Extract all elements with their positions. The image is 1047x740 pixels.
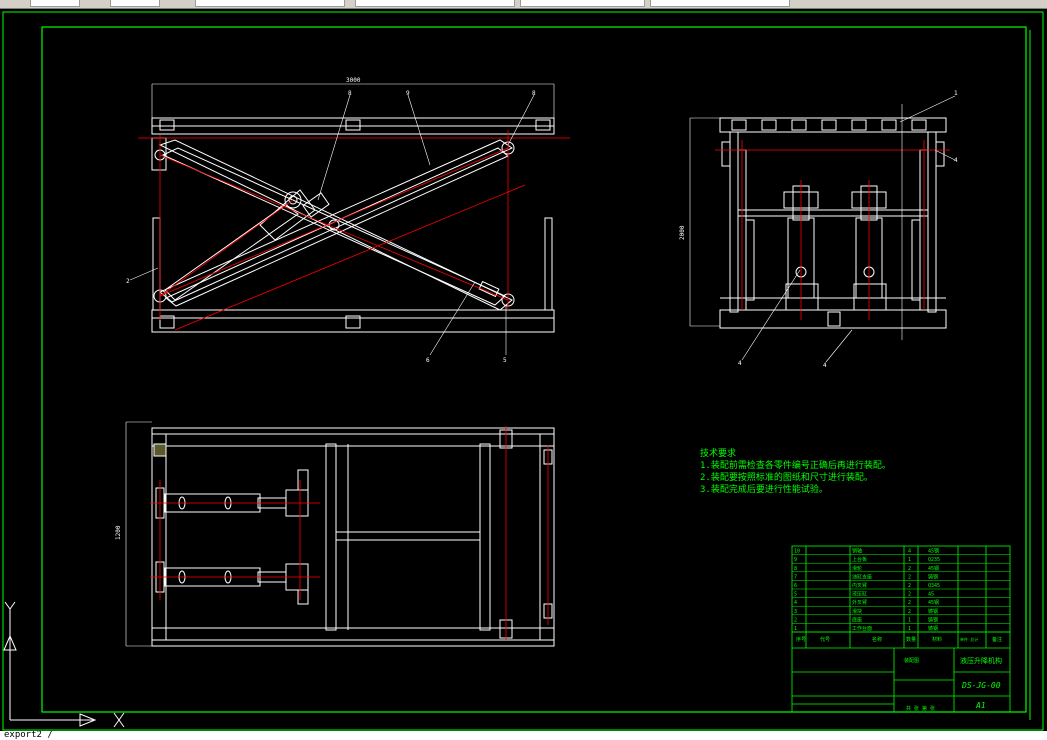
svg-text:2: 2 xyxy=(126,278,130,285)
bom-cell: 2 xyxy=(908,592,911,598)
bom-cell: 45钢 xyxy=(928,599,939,606)
bom-cell: Q235 xyxy=(928,557,940,563)
svg-text:4: 4 xyxy=(738,360,742,367)
svg-text:备注: 备注 xyxy=(992,636,1002,643)
bom-cell: 滑块 xyxy=(852,608,862,615)
bom-cell: 2 xyxy=(908,566,911,572)
sheet-size: A1 xyxy=(975,701,986,710)
dim-width: 1200 xyxy=(115,525,122,540)
bom-cell: 4 xyxy=(908,549,911,555)
svg-text:4: 4 xyxy=(954,157,958,164)
svg-text:8: 8 xyxy=(532,90,536,97)
bom-cell: 45钢 xyxy=(928,548,939,555)
front-view xyxy=(151,117,555,333)
svg-text:6: 6 xyxy=(426,357,430,364)
front-dims xyxy=(129,83,555,356)
inner-frame xyxy=(41,26,1027,713)
bom-cell: 2 xyxy=(908,583,911,589)
svg-text:序号: 序号 xyxy=(796,636,806,643)
file-tab[interactable] xyxy=(30,0,80,7)
bom-cell: 10 xyxy=(794,549,800,555)
svg-text:2000: 2000 xyxy=(679,225,686,240)
notes-title: 技术要求 xyxy=(700,449,737,459)
bom-cell: 2 xyxy=(908,609,911,615)
bom-cell: 滑轮 xyxy=(852,565,862,572)
front-labels: 3000 8 9 8 2 6 5 xyxy=(126,77,536,364)
top-view xyxy=(151,427,555,647)
outer-frame xyxy=(2,11,1044,731)
bom-cell: 3 xyxy=(794,609,797,615)
file-tab[interactable] xyxy=(520,0,645,7)
file-tab[interactable] xyxy=(650,0,790,7)
bom-cell: 销轴 xyxy=(852,548,862,555)
bom-cell: 9 xyxy=(794,557,797,563)
bom-cell: 1 xyxy=(908,557,911,563)
top-dims xyxy=(125,421,152,647)
svg-text:材料: 材料 xyxy=(932,636,942,643)
note-line-3: 3.装配完成后要进行性能试验。 xyxy=(700,485,828,495)
bom-cell: 铸钢 xyxy=(928,625,938,632)
bom-cell: 1 xyxy=(908,617,911,623)
bom-table xyxy=(792,554,1010,633)
company-label: 装配图 xyxy=(904,657,919,664)
bom-cell: 铸钢 xyxy=(928,616,938,623)
bom-cell: 45 xyxy=(928,592,934,598)
bom-cell: 底座 xyxy=(852,616,862,623)
note-line-1: 1.装配前需检查各零件编号正确后再进行装配。 xyxy=(700,461,891,471)
command-line[interactable]: export2 / xyxy=(0,731,1047,740)
bom-cell: 外叉臂 xyxy=(852,599,867,606)
bom-cell: 2 xyxy=(908,600,911,606)
bom-cell: 1 xyxy=(908,626,911,632)
file-tab[interactable] xyxy=(110,0,160,7)
bom-cell: 1 xyxy=(794,626,797,632)
bom-cell: 5 xyxy=(794,592,797,598)
bom-cell: 油缸支座 xyxy=(852,573,872,580)
note-line-2: 2.装配要按照标准的图纸和尺寸进行装配。 xyxy=(700,473,873,483)
bom-cell: 液压缸 xyxy=(852,591,867,598)
bom-cell: 铸钢 xyxy=(928,608,938,615)
svg-text:8: 8 xyxy=(348,90,352,97)
bom-cell: 6 xyxy=(794,583,797,589)
bom-cell: 内叉臂 xyxy=(852,582,867,589)
bom-cell: 工作台面 xyxy=(852,625,872,632)
file-tab-bar xyxy=(0,0,1047,9)
side-view xyxy=(719,117,947,329)
command-text: export2 / xyxy=(4,730,53,740)
drawing-title: 液压升降机构 xyxy=(960,656,1002,665)
bom-cell: 2 xyxy=(908,574,911,580)
side-centerlines xyxy=(715,140,950,320)
svg-text:1: 1 xyxy=(954,90,958,97)
sheet-count: 共 张 第 张 xyxy=(906,705,935,712)
file-tab[interactable] xyxy=(195,0,345,7)
ucs-icon xyxy=(3,601,125,728)
dim-length: 3000 xyxy=(346,77,361,84)
bom-cell: 铸钢 xyxy=(928,573,938,580)
front-centerlines xyxy=(138,130,570,331)
bom-cell: 7 xyxy=(794,574,797,580)
svg-text:4: 4 xyxy=(823,362,827,369)
side-dims xyxy=(689,95,956,363)
technical-notes: 技术要求 1.装配前需检查各零件编号正确后再进行装配。 2.装配要按照标准的图纸… xyxy=(700,448,891,496)
svg-text:数量: 数量 xyxy=(906,636,916,643)
bom-cell: 4 xyxy=(794,600,797,606)
drawing-number: DS-JG-00 xyxy=(961,681,1001,690)
svg-text:单件 总计: 单件 总计 xyxy=(960,636,978,642)
file-tab[interactable] xyxy=(355,0,515,7)
drawing-canvas[interactable]: 3000 8 9 8 2 6 5 xyxy=(0,8,1047,731)
title-text: 液压升降机构 DS-JG-00 A1 装配图 共 张 第 张 序号 代号 名称 … xyxy=(796,636,1002,712)
svg-text:名称: 名称 xyxy=(872,636,882,643)
bom-cell: Q345 xyxy=(928,583,940,589)
bom-cell: 8 xyxy=(794,566,797,572)
bom-cell: 45钢 xyxy=(928,565,939,572)
top-centerlines xyxy=(150,426,549,640)
side-labels: 1 4 4 4 2000 xyxy=(679,90,958,369)
bom-cell: 上台板 xyxy=(852,556,867,563)
svg-text:9: 9 xyxy=(406,90,410,97)
svg-text:5: 5 xyxy=(503,357,507,364)
bom-cell: 2 xyxy=(794,617,797,623)
svg-text:代号: 代号 xyxy=(820,636,830,643)
